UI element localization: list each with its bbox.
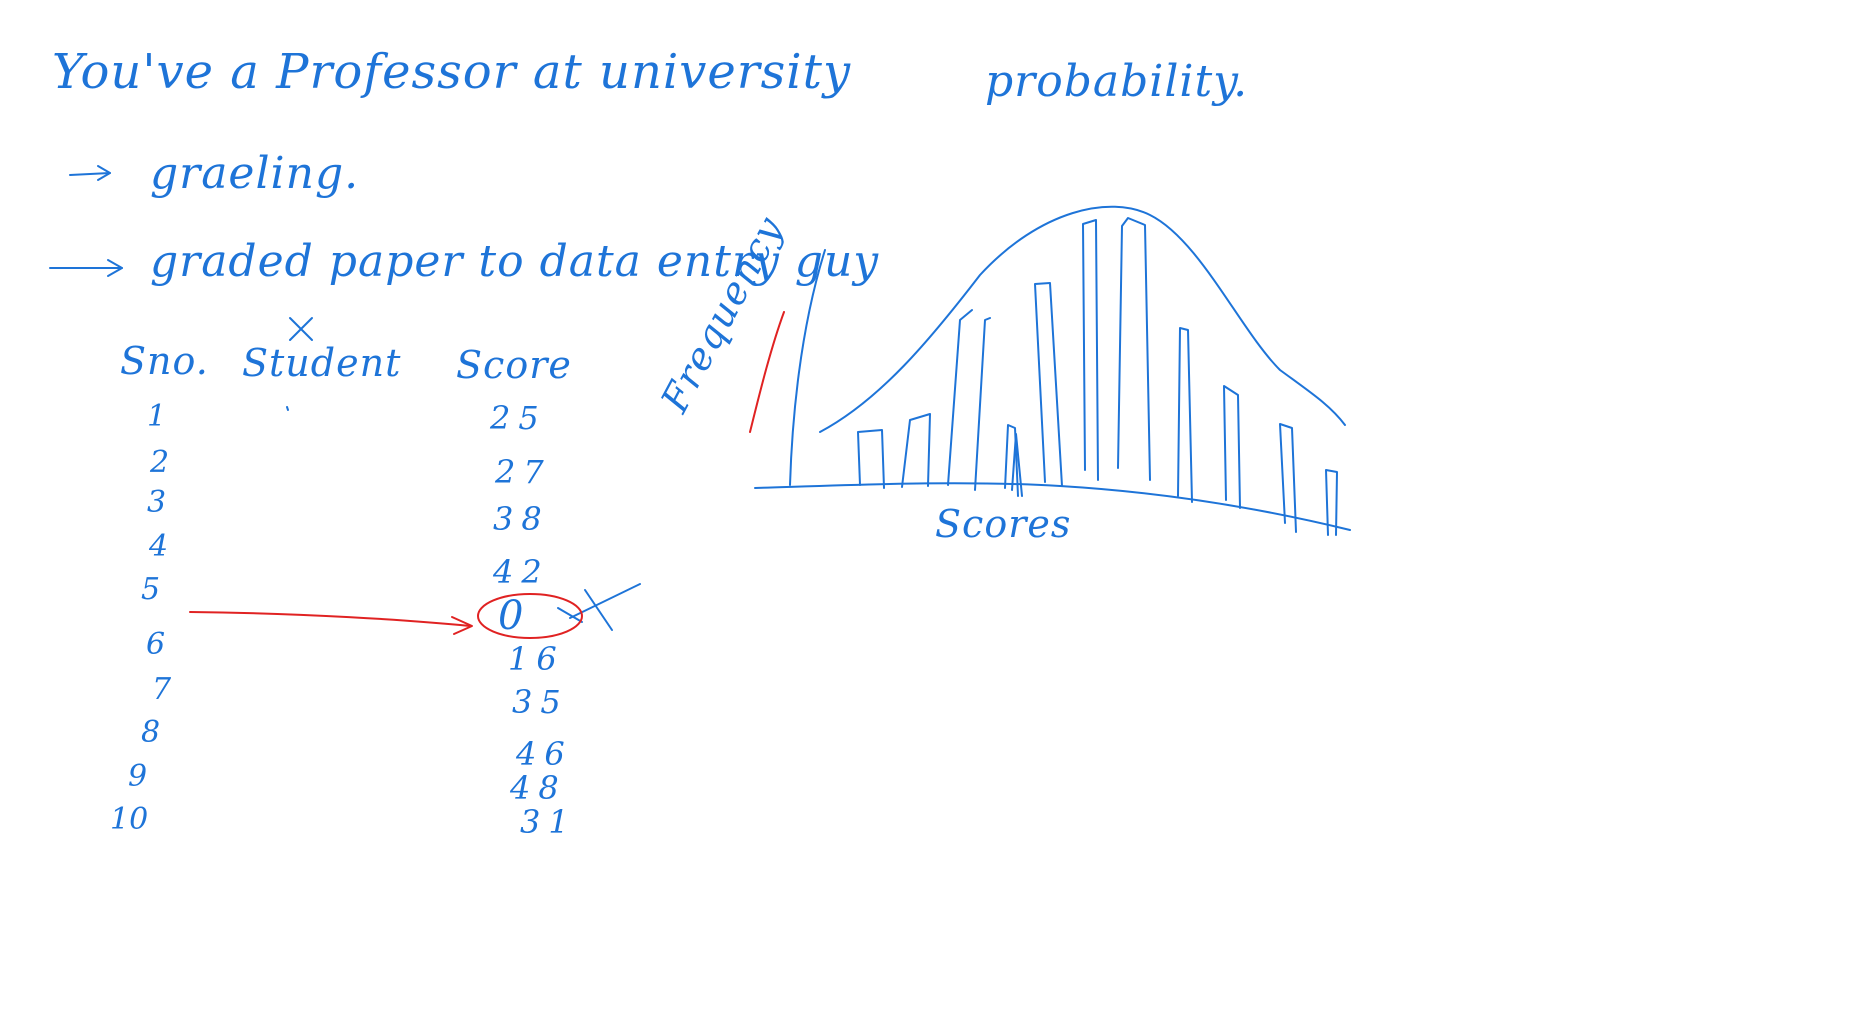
x-axis-line xyxy=(754,482,1351,531)
y-axis-line xyxy=(789,249,826,486)
row-score: 35 xyxy=(512,683,569,721)
cross-mark-icon xyxy=(557,583,641,631)
note-line-grading: graeling. xyxy=(150,148,360,199)
row-score: 16 xyxy=(508,640,565,678)
row-sno: 10 xyxy=(110,802,149,837)
note-line-professor: You've a Professor at university xyxy=(52,44,852,100)
note-line-data-entry: graded paper to data entry guy xyxy=(150,236,880,287)
header-student: Student xyxy=(242,341,402,385)
row-score: 42 xyxy=(493,553,550,591)
row-sno: 4 xyxy=(149,529,169,564)
row-sno: 1 xyxy=(147,399,167,434)
row-score: 25 xyxy=(490,399,547,437)
row-score: 31 xyxy=(520,803,577,841)
header-score: Score xyxy=(456,343,572,387)
red-arrow-head xyxy=(451,616,473,635)
red-arrow-line xyxy=(189,611,471,627)
cross-mark-icon xyxy=(289,317,313,341)
row-sno: 5 xyxy=(141,572,161,607)
row-sno: 3 xyxy=(147,485,167,520)
bell-curve xyxy=(819,205,1346,433)
histogram-bars xyxy=(857,217,1338,536)
red-slash-frequency xyxy=(749,311,785,433)
sketch-x-label: Scores xyxy=(935,502,1072,546)
row-score: 46 xyxy=(516,735,573,773)
row-score: 38 xyxy=(493,500,550,538)
row-score: 48 xyxy=(510,769,567,807)
row-score: 27 xyxy=(495,453,552,491)
header-sno: Sno. xyxy=(120,339,209,383)
note-probability: probability. xyxy=(985,56,1249,107)
right-arrow-icon xyxy=(69,165,111,181)
row-sno: 6 xyxy=(146,627,166,662)
row-sno: 8 xyxy=(141,715,161,750)
row-sno: 7 xyxy=(152,672,172,707)
long-right-arrow-icon xyxy=(49,259,123,277)
red-circle xyxy=(477,593,583,639)
row-sno: 9 xyxy=(128,759,148,794)
row-sno: 2 xyxy=(150,445,170,480)
row-score-circled: 0 xyxy=(498,593,532,639)
